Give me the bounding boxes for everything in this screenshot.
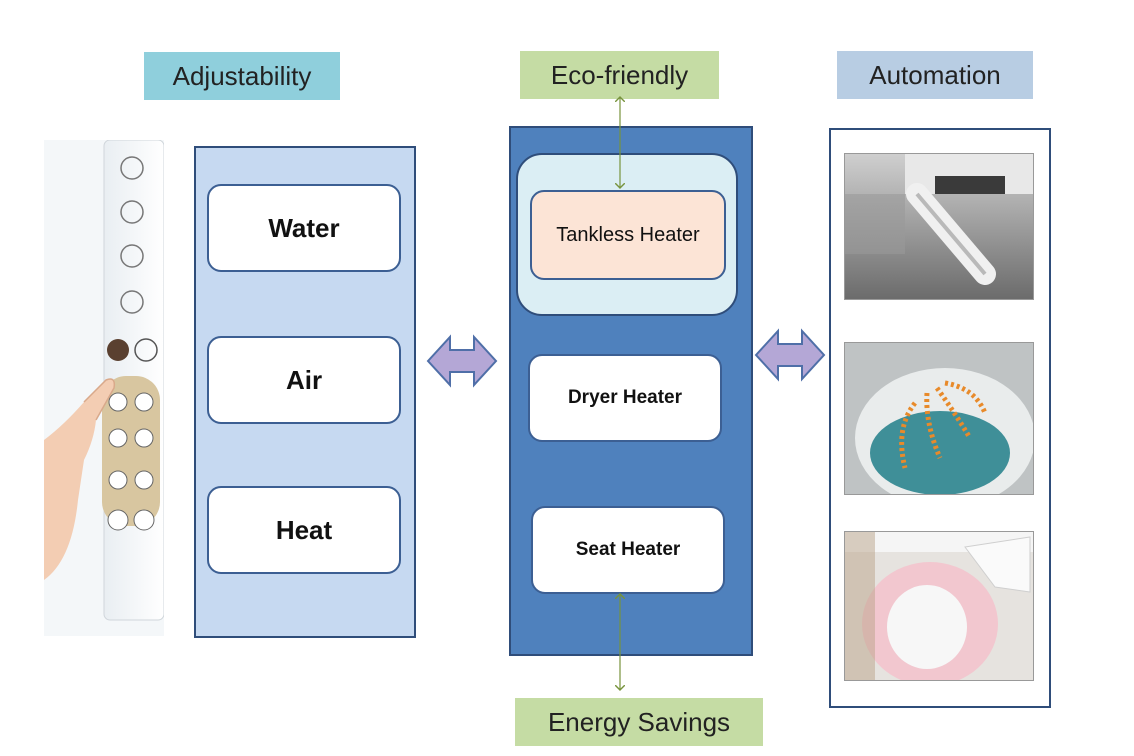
control-panel-image xyxy=(44,140,164,636)
header-energy-savings: Energy Savings xyxy=(515,698,763,746)
tankless-heater-label: Tankless Heater xyxy=(556,223,700,246)
heat-box: Heat xyxy=(207,486,401,574)
header-energy-savings-label: Energy Savings xyxy=(547,706,731,737)
tankless-heater-box: Tankless Heater xyxy=(530,190,726,280)
water-label: Water xyxy=(268,212,340,243)
seat-heater-label: Seat Heater xyxy=(575,539,681,560)
nozzle-image xyxy=(844,153,1034,300)
dryer-heater-label: Dryer Heater xyxy=(567,387,683,408)
header-automation: Automation xyxy=(837,51,1033,99)
header-automation-label: Automation xyxy=(869,59,1001,90)
dryer-heater-box: Dryer Heater xyxy=(528,354,722,442)
double-arrow-icon xyxy=(426,333,498,389)
header-eco-friendly: Eco-friendly xyxy=(520,51,719,99)
air-label: Air xyxy=(285,364,323,395)
air-box: Air xyxy=(207,336,401,424)
heat-label: Heat xyxy=(275,514,333,545)
double-arrow-icon xyxy=(754,327,826,383)
seat-heater-box: Seat Heater xyxy=(531,506,725,594)
header-adjustability-label: Adjustability xyxy=(172,60,312,91)
header-eco-friendly-label: Eco-friendly xyxy=(550,59,689,90)
dryer-image xyxy=(844,342,1034,495)
header-adjustability: Adjustability xyxy=(144,52,340,100)
seat-image xyxy=(844,531,1034,681)
water-box: Water xyxy=(207,184,401,272)
